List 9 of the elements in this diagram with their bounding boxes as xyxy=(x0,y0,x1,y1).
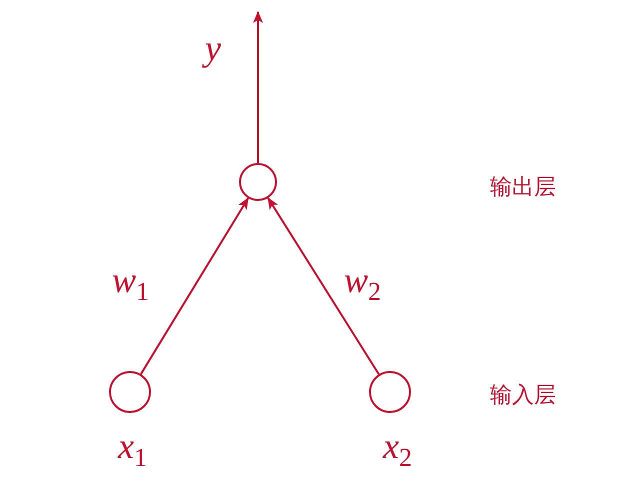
arrow xyxy=(253,11,263,163)
arrow xyxy=(140,197,249,375)
input-label: x$_{1}$ xyxy=(118,428,147,471)
arrow xyxy=(267,197,380,375)
layer-label: 输出层 xyxy=(490,177,556,199)
layer-label: 输入层 xyxy=(490,385,556,407)
weight-label: w$_{2}$ xyxy=(344,262,382,305)
input-label: x$_{2}$ xyxy=(383,428,412,471)
weight-label: w$_{1}$ xyxy=(112,262,150,305)
